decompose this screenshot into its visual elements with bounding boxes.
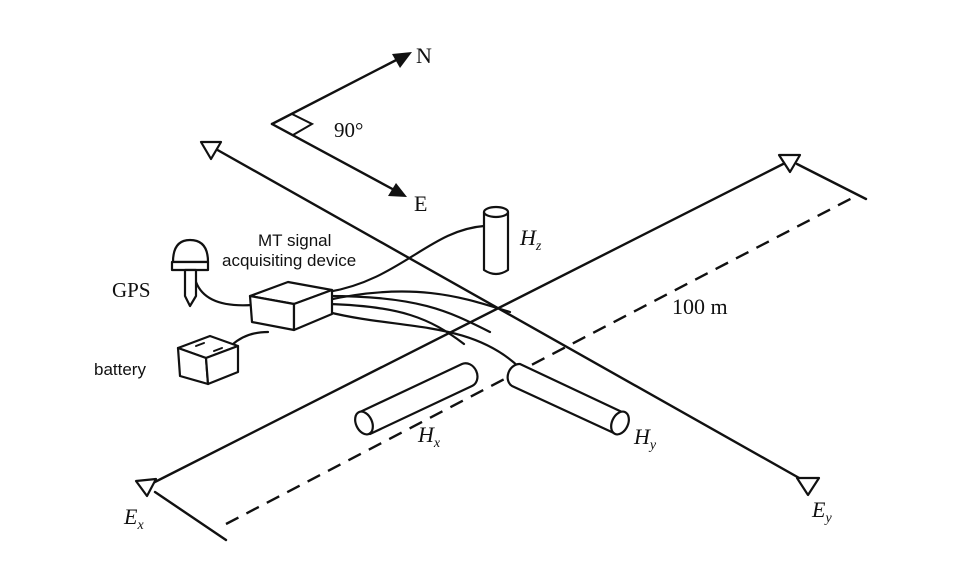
hz-coil-cap-icon	[482, 205, 510, 219]
hx-label: Hx	[417, 422, 441, 451]
top-connector-line	[795, 162, 868, 201]
gps-label: GPS	[112, 278, 151, 302]
north-arrowhead-icon	[392, 52, 412, 68]
battery-label: battery	[94, 360, 146, 379]
hy-cable	[326, 310, 522, 370]
gps-dome-icon	[171, 238, 210, 264]
north-label: N	[416, 43, 432, 68]
north-arrow-line	[270, 54, 406, 126]
offset-reference: 100 m	[153, 162, 868, 542]
gps-antenna: GPS	[112, 238, 210, 308]
device-label-line2: acquisiting device	[222, 251, 356, 270]
ex-main-line	[143, 159, 791, 489]
hz-coil-body-icon	[482, 210, 510, 276]
east-arrowhead-icon	[388, 183, 407, 197]
hy-coil-cap-icon	[610, 410, 630, 436]
ey-top-electrode-icon	[199, 140, 223, 161]
cables	[194, 224, 522, 370]
hx-coil-cap-icon	[354, 410, 374, 436]
battery-cable	[230, 330, 270, 347]
hy-label: Hy	[633, 424, 657, 453]
battery-terminal-icon	[213, 347, 223, 352]
bottom-connector-line	[153, 490, 228, 542]
ey-label: Ey	[811, 497, 832, 526]
compass: N E 90°	[270, 43, 432, 216]
distance-label: 100 m	[672, 294, 728, 319]
hy-sensor: Hy	[506, 362, 657, 453]
right-angle-mark	[291, 113, 315, 136]
acquisition-device: MT signal acquisiting device	[222, 231, 356, 332]
gps-base-icon	[170, 260, 210, 272]
hx-cable	[326, 302, 466, 346]
ey-bottom-electrode-icon	[795, 476, 821, 497]
east-label: E	[414, 191, 427, 216]
ey-cable-a	[326, 294, 492, 334]
device-side-face	[292, 288, 334, 332]
ex-dipole-line	[134, 153, 802, 498]
hx-sensor: Hx	[354, 362, 479, 451]
battery: battery	[94, 334, 240, 386]
gps-stake-icon	[183, 268, 198, 308]
hy-coil-body-icon	[506, 362, 624, 436]
hz-label: Hz	[519, 225, 542, 254]
hx-coil-body-icon	[358, 362, 479, 436]
ey-main-line	[212, 146, 810, 485]
hz-cable	[326, 224, 486, 294]
ex-top-electrode-icon	[777, 153, 802, 174]
hz-sensor: Hz	[482, 205, 542, 276]
dashed-offset-line	[225, 194, 857, 526]
battery-side-face	[204, 344, 240, 386]
device-label-line1: MT signal	[258, 231, 331, 250]
battery-terminal-icon	[195, 342, 205, 347]
ey-dipole-line	[199, 140, 821, 497]
gps-cable	[194, 280, 254, 307]
ex-label: Ex	[123, 504, 144, 533]
ex-bottom-electrode-icon	[134, 477, 158, 498]
angle-label: 90°	[334, 118, 363, 142]
ex-cable-a	[326, 290, 512, 314]
